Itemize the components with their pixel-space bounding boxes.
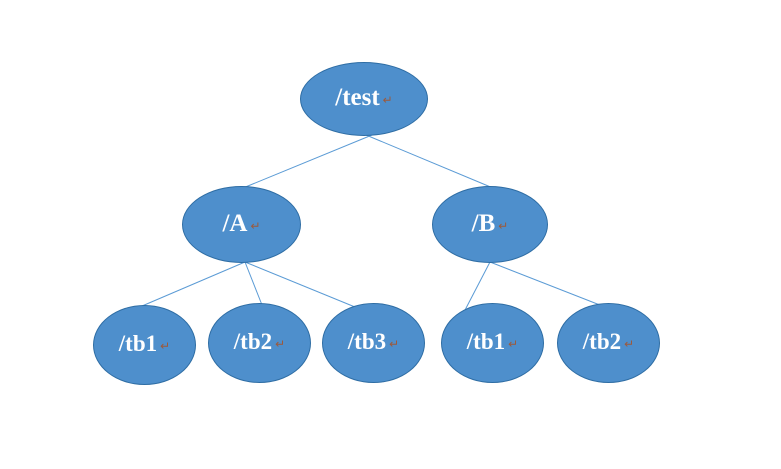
- edge-a-to-a-tb2: [244, 261, 263, 306]
- tree-node-content: /tb1↵: [119, 331, 170, 357]
- tree-node-label: /tb2: [582, 329, 622, 354]
- tree-node-label: /A: [222, 209, 248, 237]
- return-mark-icon: ↵: [250, 218, 261, 233]
- edge-root-to-a: [242, 134, 373, 189]
- tree-node-label: /tb3: [347, 329, 387, 354]
- tree-node-b-tb1[interactable]: /tb1↵: [441, 303, 544, 383]
- tree-node-content: /tb2↵: [234, 329, 285, 355]
- tree-node-b[interactable]: /B↵: [432, 186, 548, 263]
- tree-node-content: /tb1↵: [467, 329, 518, 355]
- return-mark-icon: ↵: [508, 337, 519, 351]
- tree-node-label: /tb1: [118, 331, 158, 356]
- return-mark-icon: ↵: [624, 337, 635, 351]
- return-mark-icon: ↵: [275, 337, 286, 351]
- tree-node-content: /tb2↵: [583, 329, 634, 355]
- edge-a-to-a-tb1: [134, 261, 246, 310]
- tree-node-label: /test: [335, 84, 380, 111]
- tree-node-label: /tb2: [233, 329, 273, 354]
- tree-node-b-tb2[interactable]: /tb2↵: [557, 303, 660, 383]
- tree-node-content: /B↵: [472, 210, 509, 238]
- tree-node-a-tb3[interactable]: /tb3↵: [322, 303, 425, 383]
- tree-node-label: /tb1: [466, 329, 506, 354]
- tree-node-a[interactable]: /A↵: [182, 186, 301, 263]
- tree-node-content: /A↵: [222, 210, 260, 238]
- edge-b-to-b-tb2: [489, 261, 606, 308]
- edge-a-to-a-tb3: [244, 261, 356, 308]
- tree-node-label: /B: [471, 209, 496, 237]
- return-mark-icon: ↵: [382, 93, 393, 107]
- tree-node-root[interactable]: /test↵: [300, 62, 428, 136]
- return-mark-icon: ↵: [160, 339, 171, 353]
- return-mark-icon: ↵: [498, 218, 509, 233]
- tree-node-content: /tb3↵: [348, 329, 399, 355]
- return-mark-icon: ↵: [389, 337, 400, 351]
- tree-node-content: /test↵: [335, 84, 392, 112]
- tree-node-a-tb1[interactable]: /tb1↵: [93, 305, 196, 385]
- edge-root-to-b: [365, 134, 494, 189]
- tree-node-a-tb2[interactable]: /tb2↵: [208, 303, 311, 383]
